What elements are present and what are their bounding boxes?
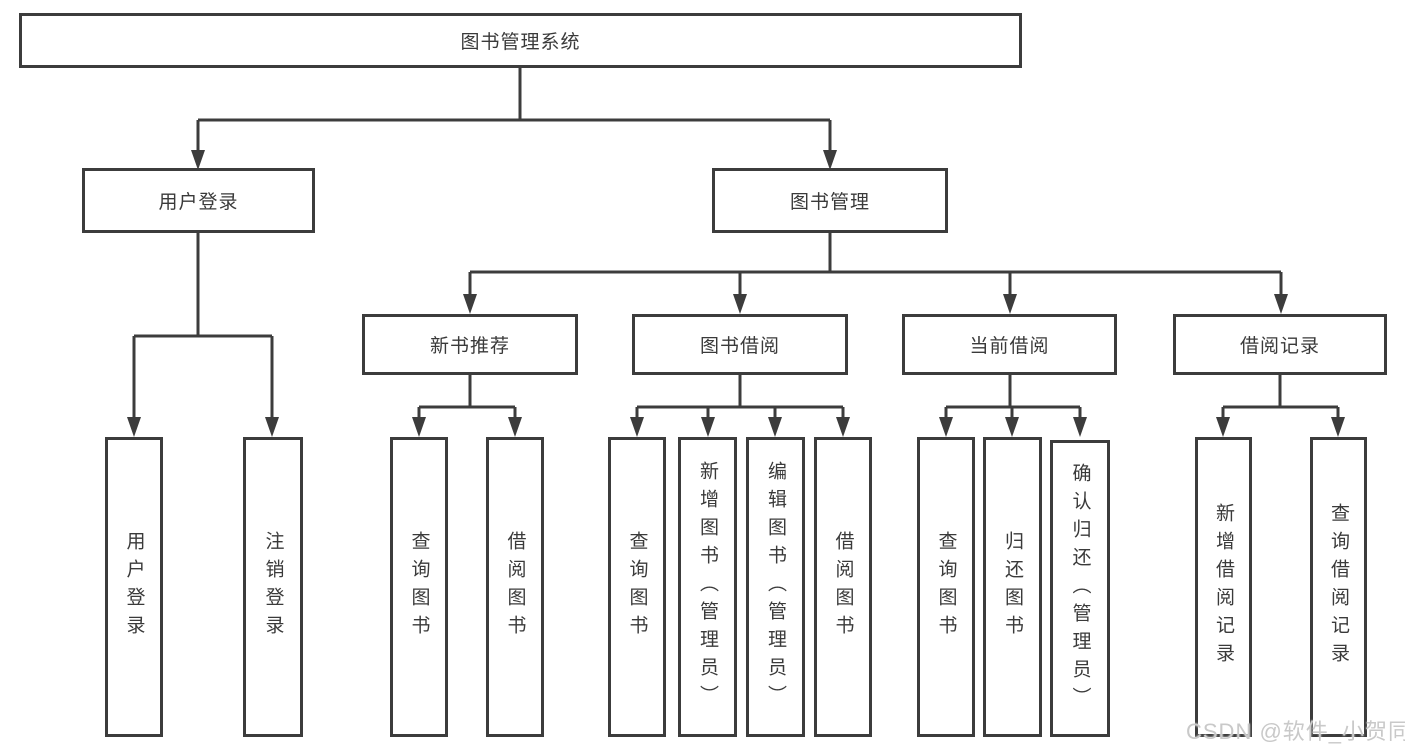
leaf-confirm-return-admin: 确认归还（管理员）	[1050, 440, 1110, 737]
leaf-add-borrow-record: 新增借阅记录	[1195, 437, 1252, 737]
leaf-borrow-books: 借阅图书	[814, 437, 872, 737]
node-label: 用户登录	[123, 531, 145, 643]
leaf-edit-book-admin: 编辑图书（管理员）	[746, 437, 805, 737]
node-label: 查询图书	[935, 531, 957, 643]
leaf-user-login: 用户登录	[105, 437, 163, 737]
leaf-query-borrow-record: 查询借阅记录	[1310, 437, 1367, 737]
leaf-query-books-borrow: 查询图书	[608, 437, 666, 737]
node-label: 注销登录	[262, 531, 284, 643]
node-label: 新书推荐	[429, 336, 510, 357]
node-book-management: 图书管理	[712, 168, 948, 233]
csdn-watermark: CSDN @软件_小贺同学	[1186, 719, 1405, 744]
leaf-logout: 注销登录	[243, 437, 303, 737]
node-label: 图书管理系统	[460, 32, 581, 53]
node-user-login: 用户登录	[82, 168, 315, 233]
leaf-add-book-admin: 新增图书（管理员）	[678, 437, 737, 737]
leaf-return-books: 归还图书	[983, 437, 1042, 737]
node-label: 新增借阅记录	[1213, 503, 1234, 671]
node-label: 查询图书	[626, 531, 648, 643]
node-label: 编辑图书（管理员）	[765, 461, 786, 713]
node-label: 归还图书	[1002, 531, 1023, 643]
node-label: 确认归还（管理员）	[1069, 462, 1091, 715]
arrowhead-group	[127, 150, 1345, 437]
leaf-query-books-current: 查询图书	[917, 437, 975, 737]
node-label: 借阅记录	[1239, 336, 1320, 357]
leaf-borrow-books-recommend: 借阅图书	[486, 437, 544, 737]
node-new-book-recommend: 新书推荐	[362, 314, 578, 375]
node-current-borrow: 当前借阅	[902, 314, 1117, 375]
node-label: 查询借阅记录	[1328, 503, 1349, 671]
node-label: 当前借阅	[969, 336, 1050, 357]
node-label: 借阅图书	[832, 531, 854, 643]
leaf-query-books-recommend: 查询图书	[390, 437, 448, 737]
node-borrow-records: 借阅记录	[1173, 314, 1387, 375]
node-label: 用户登录	[158, 192, 239, 213]
node-label: 新增图书（管理员）	[697, 461, 718, 713]
node-label: 借阅图书	[504, 531, 526, 643]
node-label: 查询图书	[408, 531, 430, 643]
node-library-management-system: 图书管理系统	[19, 13, 1022, 68]
node-label: 图书借阅	[699, 336, 780, 357]
node-book-borrow: 图书借阅	[632, 314, 848, 375]
node-label: 图书管理	[789, 192, 870, 213]
